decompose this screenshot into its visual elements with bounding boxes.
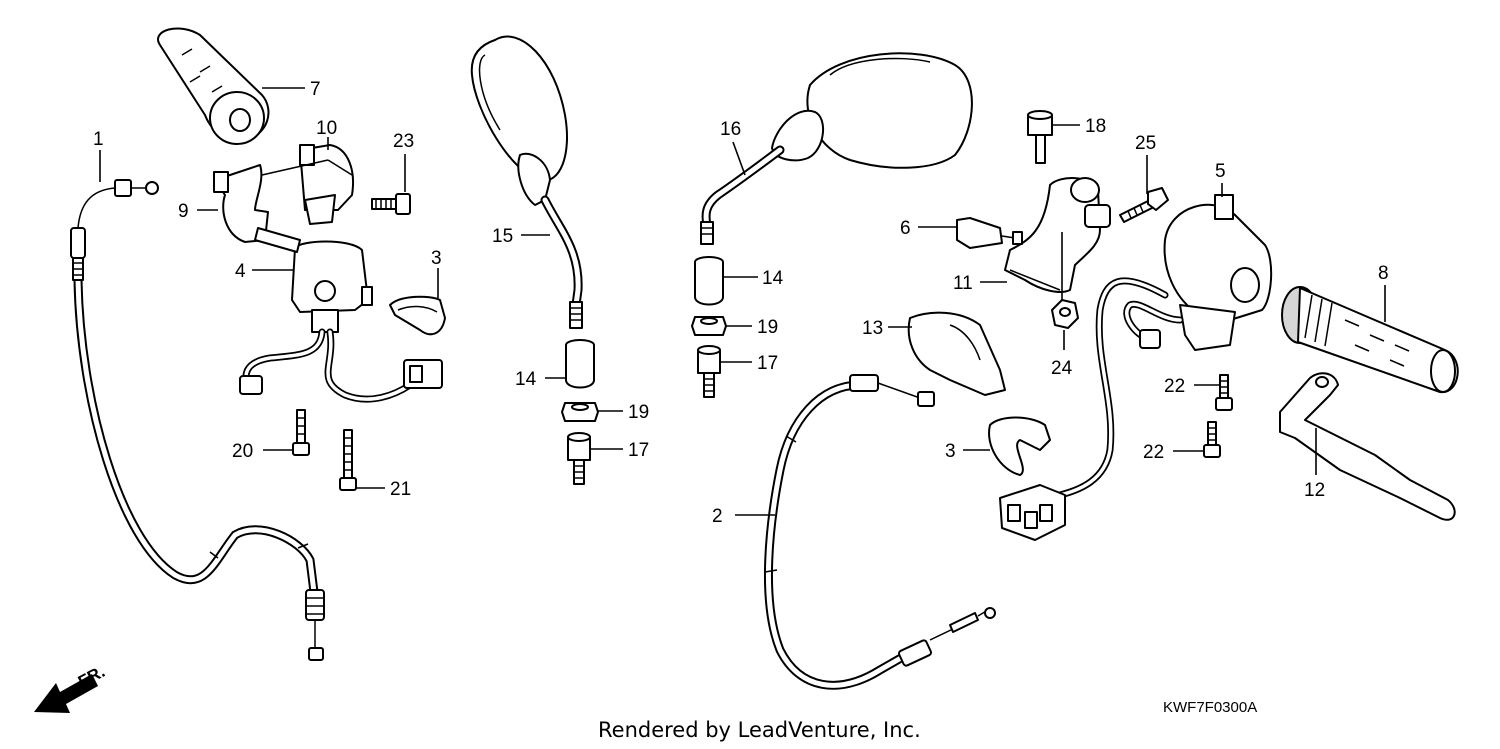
callout-11: 11 (953, 273, 973, 294)
part-13-lever-cover[interactable] (907, 311, 1006, 396)
callout-20: 20 (232, 441, 253, 462)
part-5-right-switch[interactable] (999, 194, 1273, 541)
callout-3-left: 3 (431, 248, 442, 269)
part-16-right-mirror[interactable] (700, 52, 973, 245)
part-6-clutch-switch[interactable] (254, 227, 301, 253)
part-17-bolt-left[interactable] (567, 432, 591, 485)
part-23-screw[interactable] (371, 193, 411, 215)
part-15-left-mirror[interactable] (470, 35, 583, 329)
part-3-cable-clamp-right[interactable] (988, 416, 1051, 476)
callout-24: 24 (1051, 358, 1073, 379)
part-7-throttle-grip[interactable] (157, 27, 270, 145)
part-11-lever-bracket[interactable] (1004, 177, 1111, 293)
part-24-nut[interactable] (1051, 299, 1079, 329)
part-17-bolt-right[interactable] (697, 345, 721, 398)
part-8-right-grip[interactable] (1281, 286, 1459, 394)
part-9-housing-lower[interactable] (213, 164, 269, 243)
part-14-adapter-left[interactable] (565, 339, 595, 389)
callout-16: 16 (720, 119, 741, 140)
front-direction-arrow-icon (34, 674, 98, 713)
part-2-clutch-cable[interactable] (763, 374, 996, 690)
callout-23: 23 (393, 131, 414, 152)
callout-21: 21 (390, 479, 411, 500)
part-6-switch-body[interactable] (956, 217, 1023, 249)
part-12-brake-lever[interactable] (1279, 372, 1456, 521)
callout-3-right: 3 (945, 441, 956, 462)
part-22-screw-lower[interactable] (1203, 421, 1221, 458)
part-18-pivot-bolt[interactable] (1027, 110, 1053, 164)
part-19-nut-right[interactable] (691, 316, 727, 336)
callout-14-left: 14 (515, 369, 537, 390)
part-4-left-switch[interactable] (239, 240, 443, 403)
part-10-housing-upper[interactable] (299, 144, 354, 225)
callout-8: 8 (1378, 263, 1389, 284)
callout-22-upper: 22 (1164, 376, 1185, 397)
callout-10: 10 (316, 118, 337, 139)
callout-25: 25 (1135, 133, 1156, 154)
callout-14-right: 14 (762, 268, 784, 289)
callout-19-right: 19 (757, 317, 778, 338)
diagram-code: KWF7F0300A (1163, 699, 1257, 716)
callout-2: 2 (712, 506, 723, 527)
callout-6: 6 (900, 218, 911, 239)
callout-4: 4 (235, 261, 246, 282)
callout-12: 12 (1304, 480, 1325, 501)
part-21-screw[interactable] (339, 429, 357, 491)
part-19-nut-left[interactable] (561, 402, 599, 422)
callout-15: 15 (492, 226, 513, 247)
part-22-screw-upper[interactable] (1215, 374, 1233, 411)
part-20-screw[interactable] (292, 409, 310, 456)
callout-19-left: 19 (628, 402, 649, 423)
callout-1: 1 (93, 129, 104, 150)
callout-13: 13 (862, 318, 883, 339)
callout-22-lower: 22 (1143, 442, 1164, 463)
part-3-cable-clamp-left[interactable] (389, 295, 446, 336)
callout-7: 7 (310, 79, 321, 100)
callout-18: 18 (1085, 116, 1106, 137)
callout-17-left: 17 (628, 440, 649, 461)
callout-5: 5 (1215, 161, 1226, 182)
callout-9: 9 (178, 201, 189, 222)
part-1-throttle-cable[interactable] (70, 179, 325, 661)
part-14-adapter-right[interactable] (694, 256, 724, 306)
credit-text: Rendered by LeadVenture, Inc. (598, 718, 921, 742)
part-25-screw[interactable] (1119, 187, 1169, 223)
callout-17-right: 17 (757, 353, 778, 374)
